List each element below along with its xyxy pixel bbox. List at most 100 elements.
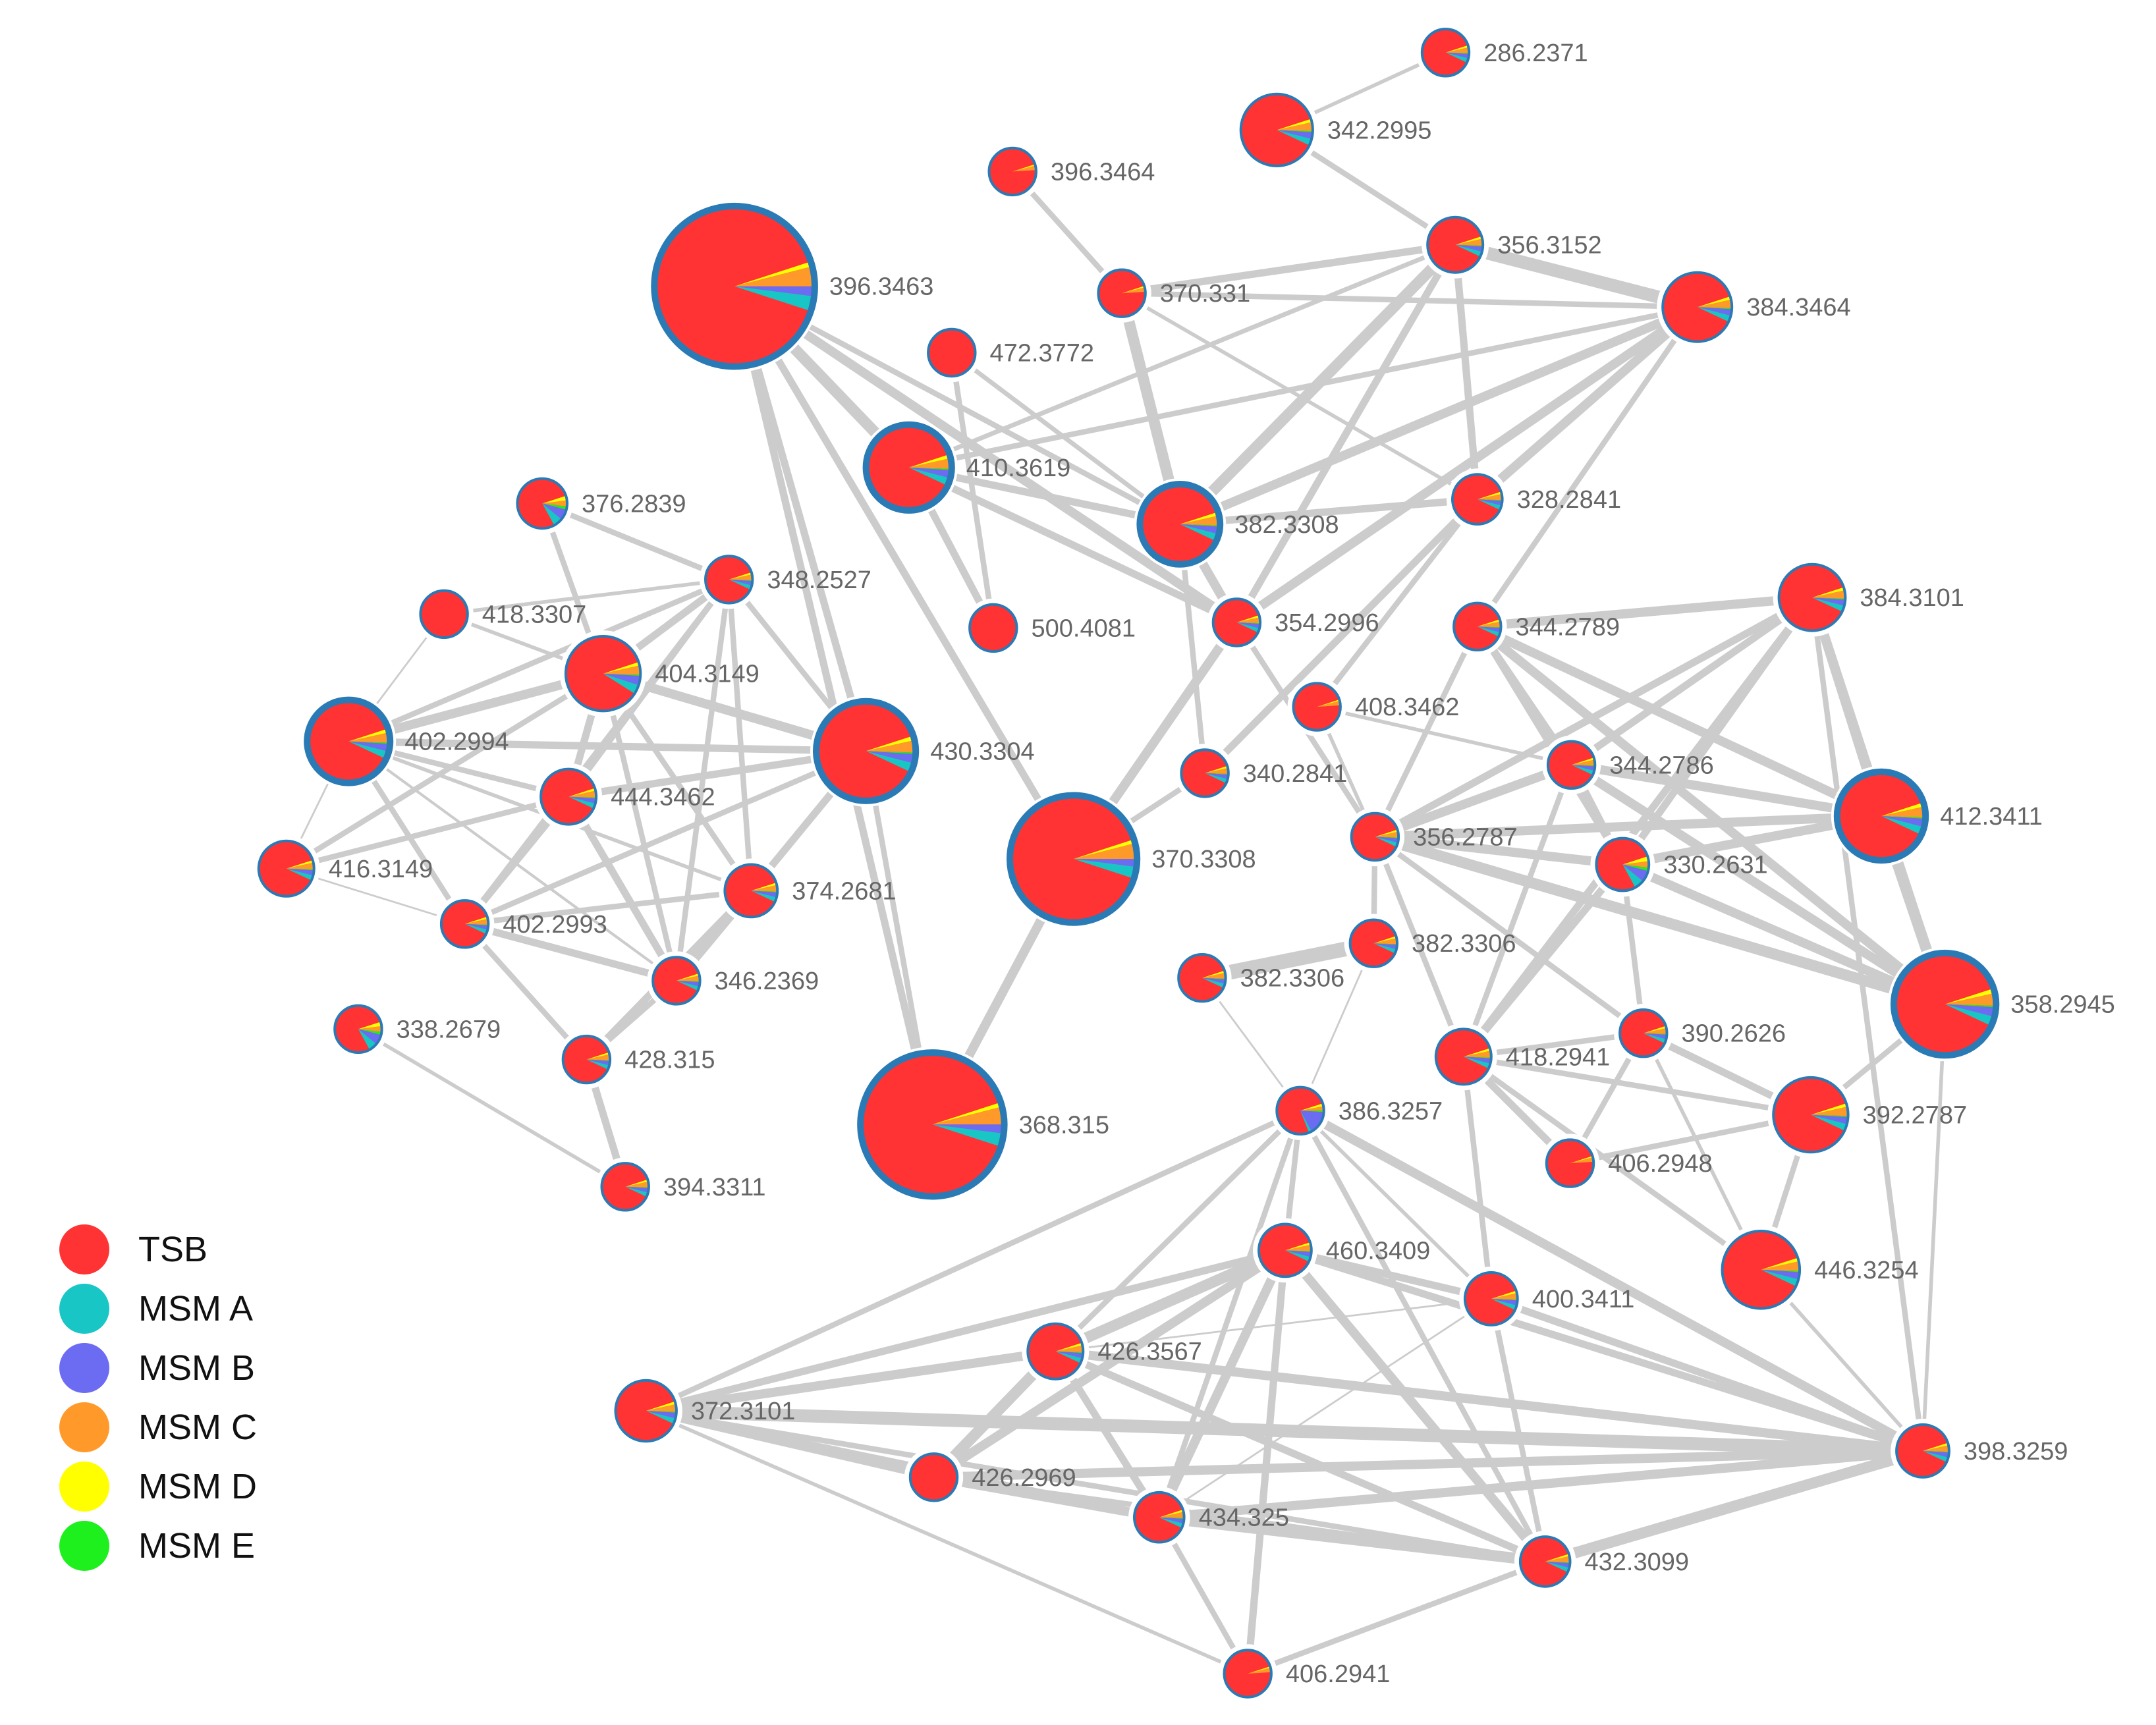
node-412-3411[interactable] <box>1831 765 1932 867</box>
node-426-3567[interactable] <box>1022 1317 1090 1385</box>
node-border <box>1451 473 1504 526</box>
pie-slice-msm-a <box>603 673 639 694</box>
node-342-2995[interactable] <box>1234 88 1319 172</box>
node-402-2993[interactable] <box>435 894 495 954</box>
pie-slice-msm-d <box>1697 296 1731 308</box>
pie-slice-msm-c <box>734 266 815 287</box>
node-328-2841[interactable] <box>1447 468 1508 530</box>
node-408-3462[interactable] <box>1287 677 1346 736</box>
node-392-2787[interactable] <box>1767 1071 1854 1159</box>
node-330-2631[interactable] <box>1590 832 1655 897</box>
node-432-3099[interactable] <box>1514 1531 1576 1593</box>
pie-slice-msm-a <box>908 467 951 486</box>
pie-slice-msm-c <box>1445 47 1470 53</box>
node-label-472-3772: 472.3772 <box>990 340 1095 368</box>
node-338-2679[interactable] <box>329 999 388 1059</box>
pie-slice-msm-b <box>1477 499 1503 506</box>
node-label-416-3149: 416.3149 <box>329 856 433 883</box>
node-410-3619[interactable] <box>860 418 958 516</box>
node-344-2786[interactable] <box>1541 735 1601 795</box>
node-400-3411[interactable] <box>1458 1267 1524 1331</box>
node-border <box>1026 1322 1085 1381</box>
pie-slice-msm-e <box>1375 836 1399 838</box>
node-396-3464[interactable] <box>983 142 1042 202</box>
node-label-330-2631: 330.2631 <box>1663 852 1768 879</box>
pie-slice-msm-e <box>1373 943 1397 945</box>
pie-slice-msm-e <box>1445 52 1470 55</box>
node-382-3308[interactable] <box>1134 478 1227 570</box>
node-382-3306b[interactable] <box>1173 948 1232 1008</box>
node-428-315[interactable] <box>557 1029 617 1089</box>
node-354-2996[interactable] <box>1207 593 1267 652</box>
node-390-2626[interactable] <box>1614 1004 1673 1063</box>
node-386-3257[interactable] <box>1271 1081 1330 1141</box>
edge-444-3462-416-3149 <box>283 794 572 872</box>
node-label-370-331: 370.331 <box>1160 280 1250 308</box>
node-426-2969[interactable] <box>904 1448 964 1507</box>
pie-slice-msm-d <box>1375 829 1398 837</box>
node-446-3254[interactable] <box>1716 1225 1806 1315</box>
node-500-4081[interactable] <box>964 598 1023 658</box>
node-border <box>539 767 598 826</box>
node-368-315[interactable] <box>854 1047 1010 1203</box>
node-label-342-2995: 342.2995 <box>1327 117 1431 144</box>
pie-slice-msm-b <box>1236 622 1261 628</box>
node-348-2527[interactable] <box>700 550 759 609</box>
node-370-3308[interactable] <box>1004 789 1144 929</box>
node-label-398-3259: 398.3259 <box>1964 1438 2068 1465</box>
node-398-3259[interactable] <box>1891 1419 1955 1483</box>
node-382-3306a[interactable] <box>1344 914 1403 973</box>
node-356-2787[interactable] <box>1345 807 1405 867</box>
node-472-3772[interactable] <box>922 323 981 383</box>
edge-432-3099-406-2941 <box>1244 1558 1548 1677</box>
edge-376-2839-348-2527 <box>539 501 732 583</box>
node-376-2839[interactable] <box>511 472 573 535</box>
node-border <box>333 1004 383 1054</box>
pie-slice-msm-d <box>358 1022 382 1029</box>
node-396-3463[interactable] <box>648 200 821 373</box>
node-340-2841[interactable] <box>1175 744 1234 803</box>
node-430-3304[interactable] <box>810 695 922 807</box>
node-434-325[interactable] <box>1128 1486 1190 1548</box>
node-border <box>1426 215 1485 274</box>
node-406-2941[interactable] <box>1218 1644 1277 1703</box>
node-370-331[interactable] <box>1092 263 1151 323</box>
edge-426-3567-432-3099 <box>1051 1348 1549 1566</box>
node-394-3311[interactable] <box>595 1157 655 1217</box>
node-444-3462[interactable] <box>535 763 603 831</box>
edge-386-3257-400-3411 <box>1298 1109 1493 1301</box>
pie-slice-msm-a <box>1477 499 1502 510</box>
node-286-2371[interactable] <box>1416 23 1476 82</box>
node-384-3464[interactable] <box>1657 266 1738 348</box>
pie-slice-msm-e <box>1202 977 1226 979</box>
pie-slice-msm-c <box>1373 938 1397 945</box>
node-358-2945[interactable] <box>1887 946 2003 1062</box>
node-406-2948[interactable] <box>1540 1134 1600 1193</box>
node-346-2369[interactable] <box>647 951 706 1010</box>
node-border <box>1890 949 2000 1059</box>
node-372-3101[interactable] <box>609 1374 682 1448</box>
node-344-2789[interactable] <box>1448 597 1507 656</box>
node-418-3307[interactable] <box>414 584 474 644</box>
pie-slice-msm-e <box>1180 524 1221 527</box>
node-border <box>1546 740 1597 790</box>
node-384-3101[interactable] <box>1773 558 1852 637</box>
pie-slice-tsb <box>970 604 1017 652</box>
pie-slice-msm-a <box>1180 524 1219 541</box>
node-402-2994[interactable] <box>301 694 397 789</box>
edge-386-3257-372-3101 <box>643 1108 1304 1414</box>
node-416-3149[interactable] <box>252 835 320 902</box>
node-label-500-4081: 500.4081 <box>1032 615 1136 642</box>
pie-slice-msm-a <box>1545 1561 1570 1572</box>
node-418-2941[interactable] <box>1429 1023 1497 1091</box>
pie-slice-msm-a <box>1445 52 1469 63</box>
node-460-3409[interactable] <box>1253 1218 1317 1283</box>
node-374-2681[interactable] <box>719 858 784 923</box>
pie-slice-msm-d <box>348 728 389 742</box>
pie-slice-msm-a <box>1236 622 1259 633</box>
node-356-3152[interactable] <box>1422 211 1489 279</box>
node-404-3149[interactable] <box>559 630 647 717</box>
pie-slice-msm-e <box>1761 1269 1800 1273</box>
legend-item-msm-d: MSM D <box>59 1459 402 1514</box>
pie-slice-msm-b <box>1373 943 1397 950</box>
